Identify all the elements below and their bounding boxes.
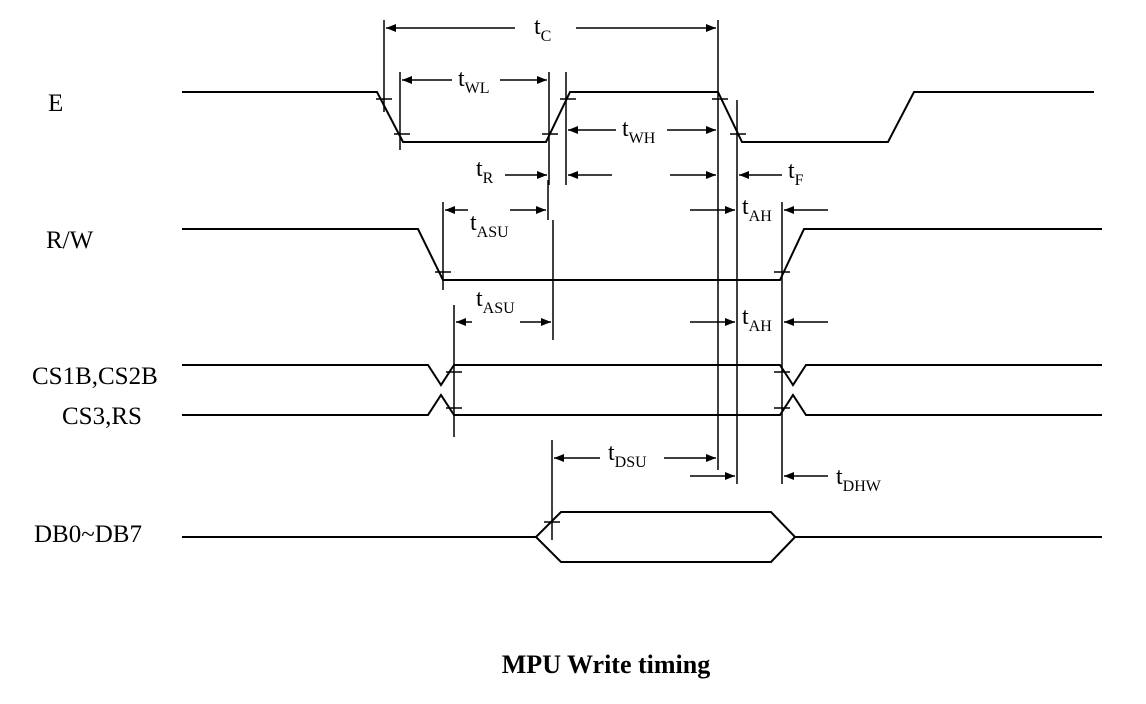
signal-label-db: DB0~DB7 xyxy=(34,521,142,548)
signal-label-cs-line1: CS1B,CS2B xyxy=(32,363,158,390)
dimension-arrows xyxy=(386,24,828,480)
waveform-db xyxy=(182,511,1102,538)
diagram-caption: MPU Write timing xyxy=(502,650,710,679)
label-twh: tWH xyxy=(622,116,656,147)
label-tasu-cs: tASU xyxy=(476,286,515,317)
label-tf: tF xyxy=(788,158,804,189)
signal-label-cs-line2: CS3,RS xyxy=(62,403,142,430)
transition-ticks xyxy=(376,98,790,523)
waveform-e xyxy=(182,91,1094,143)
label-tdsu: tDSU xyxy=(608,440,647,471)
waveform-db-lower xyxy=(535,536,796,563)
label-tah-rw: tAH xyxy=(742,194,772,225)
label-tc: tC xyxy=(534,14,551,45)
label-twl: tWL xyxy=(458,66,490,97)
label-tr: tR xyxy=(476,156,494,187)
waveform-cs-low xyxy=(182,393,1102,416)
waveform-cs-high xyxy=(182,364,1102,387)
reference-lines xyxy=(383,20,783,540)
waveform-rw xyxy=(182,228,1102,281)
signal-label-rw: R/W xyxy=(46,227,94,254)
label-tasu-rw: tASU xyxy=(470,210,509,241)
signal-label-e: E xyxy=(48,90,63,117)
label-tah-cs: tAH xyxy=(742,304,772,335)
label-tdhw: tDHW xyxy=(836,464,882,495)
